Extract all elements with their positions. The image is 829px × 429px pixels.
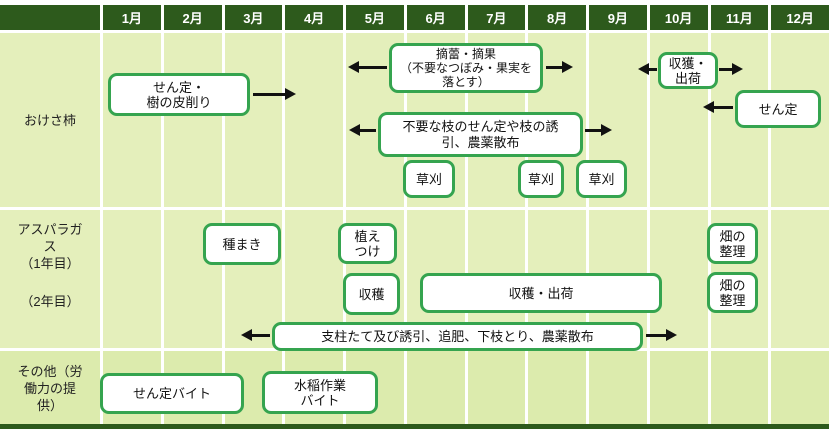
arrow-left-icon	[703, 101, 733, 113]
month-header-3: 3月	[224, 5, 283, 30]
arrow-right-icon	[253, 88, 296, 100]
row-label-okesa-kaki: おけさ柿	[23, 113, 76, 128]
row-label-asparagus-year1: アスパラガ ス （1年目）	[17, 222, 83, 271]
arrow-right-icon	[585, 124, 612, 136]
activity-box-shichuu-tate: 支柱たて及び誘引、追肥、下枝とり、農薬散布	[272, 322, 643, 351]
activity-box-hatake-seiri-year2: 畑の 整理	[707, 272, 758, 313]
row-label-cell	[0, 33, 100, 207]
activity-box-sentei-kikezuri: せん定・ 樹の皮削り	[108, 73, 250, 116]
activity-box-suitou-sagyou-baito: 水稲作業 バイト	[262, 371, 378, 414]
row-label-cell	[0, 351, 100, 424]
arrow-left-icon	[241, 329, 270, 341]
bottom-border-bar	[0, 424, 829, 429]
arrow-left-icon	[638, 63, 657, 75]
month-header-12: 12月	[771, 5, 829, 30]
month-header-5: 5月	[346, 5, 404, 30]
month-header-6: 6月	[406, 5, 465, 30]
activity-box-kusakari-3: 草刈	[576, 160, 627, 198]
activity-box-kusakari-1: 草刈	[403, 160, 455, 198]
month-header-7: 7月	[467, 5, 526, 30]
row-label-other: その他（労 働力の提 供）	[17, 364, 83, 413]
activity-box-sentei-winter: せん定	[735, 90, 821, 128]
activity-box-sentei-baito: せん定バイト	[100, 373, 244, 414]
row-label-asparagus-year2: （2年目）	[20, 294, 80, 309]
arrow-right-icon	[719, 63, 743, 75]
month-header-8: 8月	[528, 5, 586, 30]
month-header-2: 2月	[163, 5, 222, 30]
arrow-left-icon	[349, 124, 376, 136]
corner-cell	[0, 5, 100, 30]
activity-box-fuyou-eda: 不要な枝のせん定や枝の誘 引、農薬散布	[378, 112, 583, 157]
month-header-4: 4月	[285, 5, 343, 30]
month-header-1: 1月	[103, 5, 161, 30]
activity-box-uetsuke: 植え つけ	[338, 223, 397, 264]
activity-box-shukaku-shukka-asparagus: 収穫・出荷	[420, 273, 662, 313]
activity-box-shukaku: 収穫	[343, 273, 400, 315]
arrow-left-icon	[348, 61, 387, 73]
activity-box-kusakari-2: 草刈	[518, 160, 564, 198]
arrow-right-icon	[546, 61, 573, 73]
activity-box-tekirai-tekika: 摘蕾・摘果 （不要なつぼみ・果実を 落とす）	[389, 43, 543, 93]
month-header-10: 10月	[649, 5, 708, 30]
activity-box-hatake-seiri-year1: 畑の 整理	[707, 223, 758, 264]
month-header-row: 1月 2月 3月 4月 5月 6月 7月 8月 9月 10月 11月 12月	[0, 5, 829, 30]
activity-box-shukaku-shukka-kaki: 収獲・ 出荷	[658, 52, 718, 89]
row-label-cell	[0, 210, 100, 348]
activity-box-tanemaki: 種まき	[203, 223, 281, 265]
month-header-11: 11月	[710, 5, 769, 30]
arrow-right-icon	[646, 329, 677, 341]
month-header-9: 9月	[589, 5, 647, 30]
